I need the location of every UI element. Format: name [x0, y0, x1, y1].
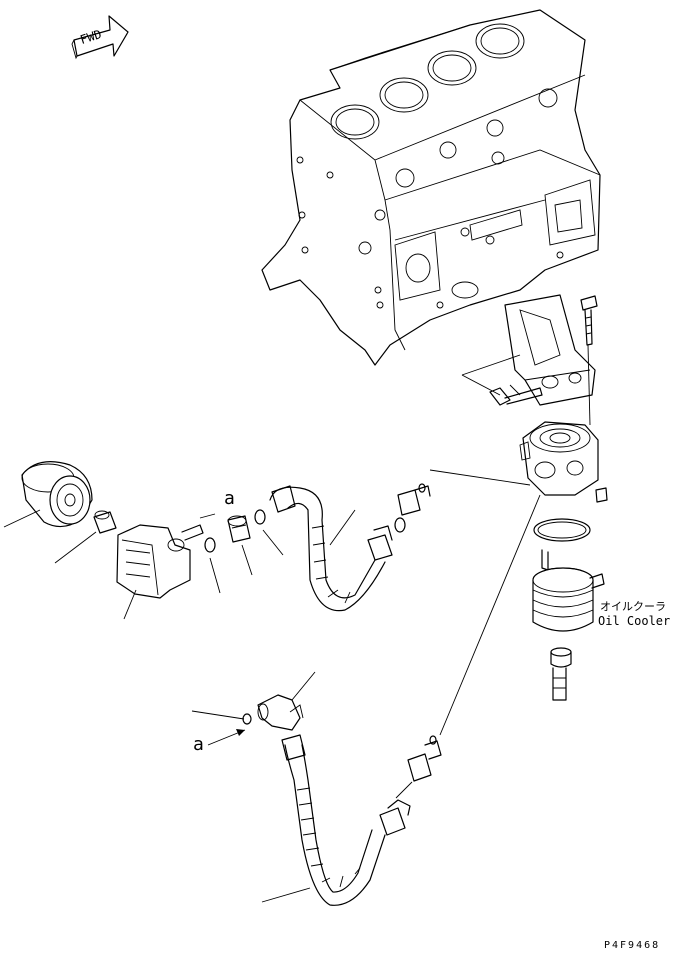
ref-mark-a-bottom: a — [193, 734, 204, 755]
bracket-bolt-top — [580, 295, 598, 346]
oil-filter-head — [519, 421, 608, 503]
leader-line — [439, 494, 541, 736]
leader-line — [395, 781, 413, 799]
oil-cooler — [532, 549, 605, 632]
leader-line — [329, 509, 356, 546]
filter-housing — [116, 513, 216, 599]
leader-line — [429, 469, 531, 486]
o-ring-small — [204, 537, 216, 553]
leader-line — [3, 509, 41, 528]
oil-cooler-bracket — [504, 294, 596, 406]
leader-line — [241, 544, 253, 576]
engine-block — [261, 9, 601, 366]
oil-filter-cartridge — [21, 461, 93, 528]
leader-line — [461, 374, 501, 396]
o-ring-small — [254, 509, 266, 525]
arrow-pointer-head — [236, 729, 245, 736]
o-ring-inner — [537, 521, 587, 539]
oil-cooler-center-bolt — [550, 647, 572, 701]
leader-line — [291, 671, 316, 701]
filter-nipple — [93, 510, 117, 534]
o-ring — [533, 518, 591, 542]
elbow-fitting — [242, 694, 304, 731]
leader-line — [123, 589, 137, 620]
leader-line — [209, 557, 221, 594]
oil-cooler-label-jp: オイルクーラ — [600, 600, 666, 613]
leader-line — [191, 710, 245, 720]
hose-lower — [281, 734, 411, 906]
hose-upper-adapter — [394, 483, 431, 533]
leader-line — [262, 529, 284, 556]
ref-mark-a-top: a — [224, 488, 235, 509]
leader-line — [587, 344, 591, 426]
fwd-arrow-icon — [71, 15, 129, 60]
oil-cooler-label-en: Oil Cooler — [598, 614, 671, 628]
hose-lower-adapter — [407, 735, 442, 782]
leader-line — [261, 887, 311, 903]
drawing-number: P4F9468 — [604, 940, 661, 951]
hose-upper — [269, 485, 393, 612]
fitting-connector — [227, 515, 251, 543]
leader-line — [461, 354, 521, 376]
bracket-bolt-side — [489, 387, 543, 406]
leader-line — [54, 531, 97, 564]
